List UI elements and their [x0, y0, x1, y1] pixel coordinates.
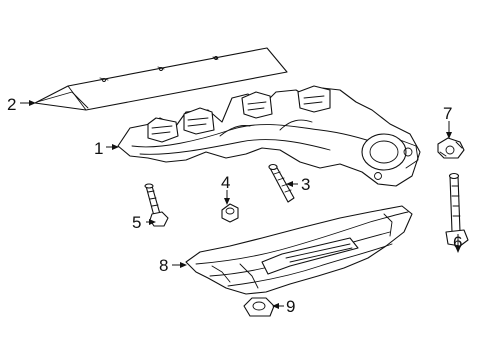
heat-shield-nut [243, 297, 275, 317]
callout-7: 7 [443, 104, 452, 123]
callout-9: 9 [286, 297, 295, 316]
callout-4: 4 [221, 173, 230, 192]
bolt [144, 183, 169, 227]
callout-2: 2 [7, 95, 16, 114]
lower-heat-shield [185, 205, 413, 295]
callout-1: 1 [94, 139, 103, 158]
small-nut [221, 203, 239, 223]
callout-3: 3 [301, 175, 310, 194]
callout-leaders [20, 100, 461, 309]
stud [268, 163, 295, 203]
heat-shield-stud [445, 172, 469, 247]
callout-8: 8 [159, 256, 168, 275]
callout-5: 5 [132, 213, 141, 232]
upper-heat-shield [34, 47, 288, 111]
manifold-nut-clip [437, 137, 465, 159]
exhaust-manifold [117, 85, 421, 187]
callout-numbers: 2 1 7 4 3 5 6 8 9 [7, 95, 462, 316]
callout-6: 6 [453, 233, 462, 252]
